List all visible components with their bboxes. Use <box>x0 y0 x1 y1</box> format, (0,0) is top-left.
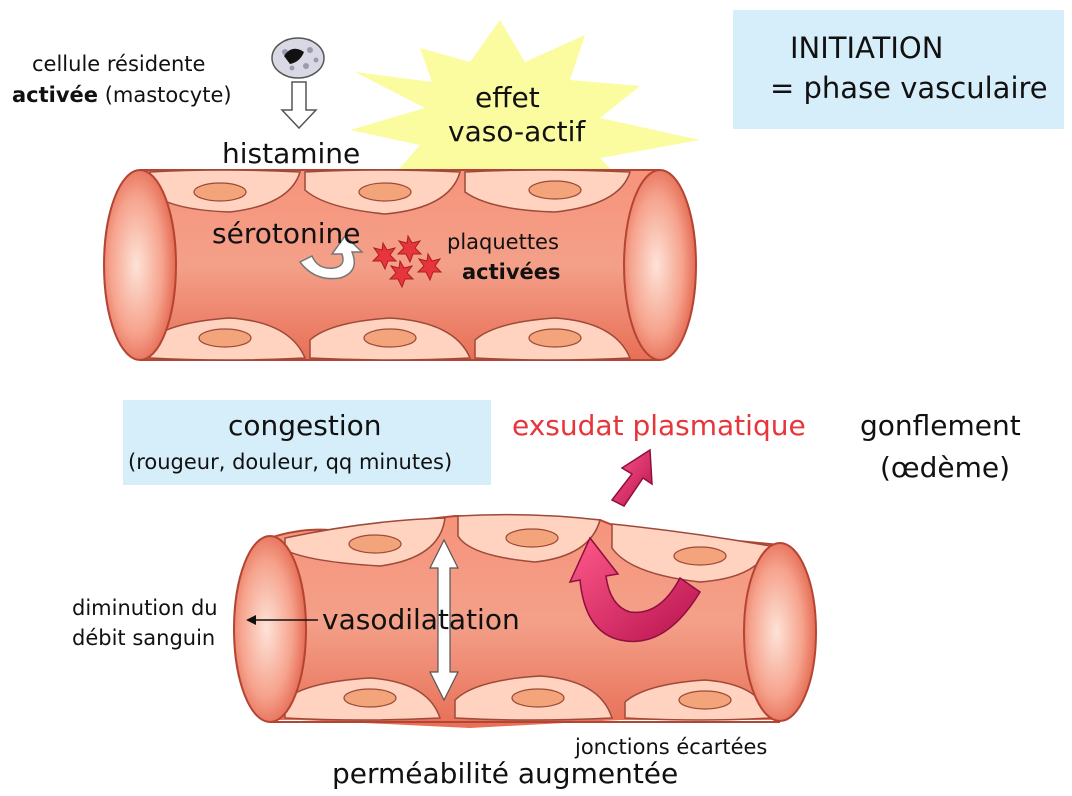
congestion-detail: (rougeur, douleur, qq minutes) <box>128 450 452 474</box>
plaquettes-label: plaquettes <box>447 230 559 254</box>
diminution-line1: diminution du <box>72 596 218 620</box>
serotonine-label: sérotonine <box>212 218 360 250</box>
congestion-title: congestion <box>228 410 382 442</box>
oedeme-label: (œdème) <box>880 452 1010 484</box>
exsudat-label: exsudat plasmatique <box>512 410 806 442</box>
vasodilatation-label: vasodilatation <box>322 604 520 636</box>
title-box <box>733 10 1064 129</box>
resident-cell-line2: activée (mastocyte) <box>12 83 232 107</box>
resident-cell-rest: (mastocyte) <box>105 83 232 107</box>
diminution-line2: débit sanguin <box>72 626 215 650</box>
title-line1: INITIATION <box>790 32 943 65</box>
histamine-label: histamine <box>222 138 360 170</box>
resident-cell-bold: activée <box>12 83 98 107</box>
mastocyte-icon <box>272 38 324 78</box>
starburst-line1: effet <box>475 82 540 114</box>
title-line2: = phase vasculaire <box>770 72 1048 105</box>
jonctions-label: jonctions écartées <box>575 735 767 759</box>
activees-label: activées <box>462 260 561 284</box>
resident-cell-line1: cellule résidente <box>32 52 205 76</box>
starburst-line2: vaso-actif <box>448 116 585 148</box>
permeabilite-label: perméabilité augmentée <box>332 758 678 790</box>
gonflement-label: gonflement <box>860 410 1021 442</box>
histamine-arrow-icon <box>282 82 316 128</box>
exsudat-up-arrow-icon <box>612 450 652 506</box>
